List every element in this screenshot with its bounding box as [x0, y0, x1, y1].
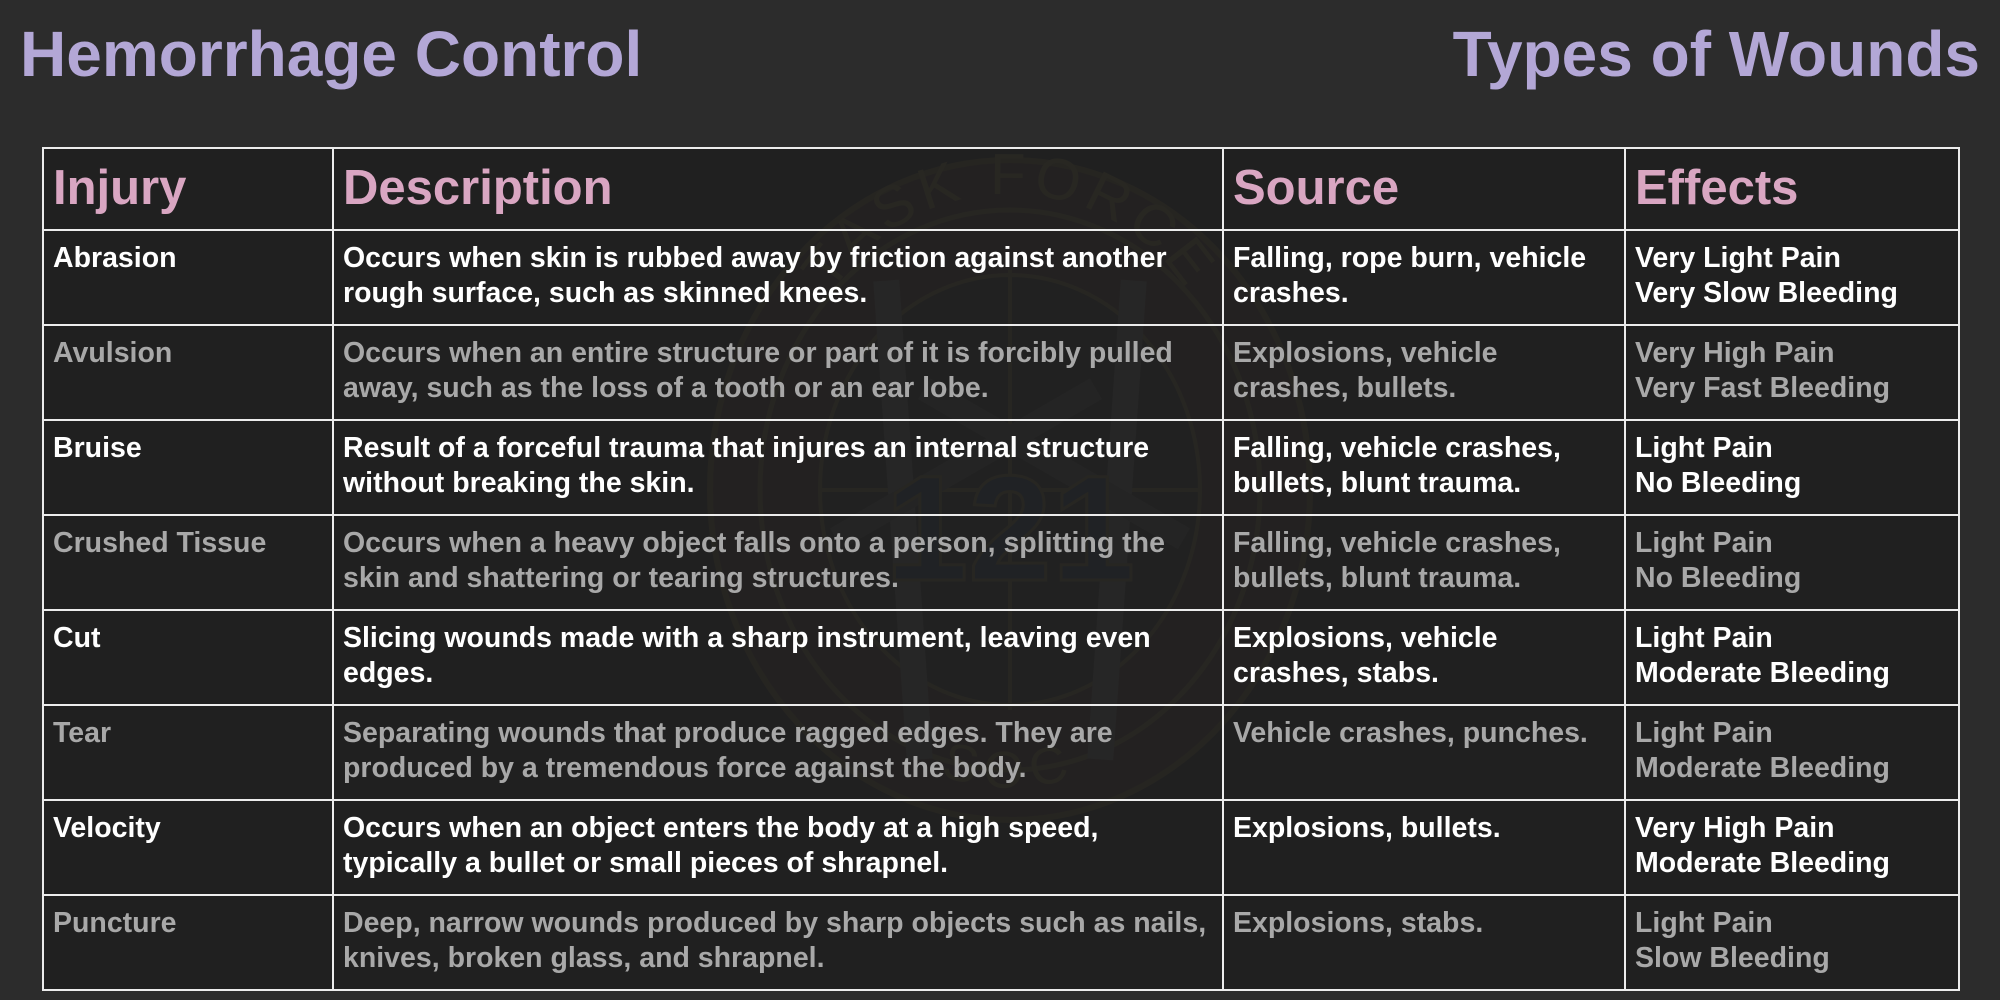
source-cell: Falling, vehicle crashes, bullets, blunt…: [1222, 514, 1626, 611]
pain-level: Very Light Pain: [1635, 242, 1841, 274]
description-cell: Deep, narrow wounds produced by sharp ob…: [332, 894, 1224, 991]
effects-cell: Light Pain Moderate Bleeding: [1624, 704, 1960, 801]
injury-cell: Bruise: [42, 419, 334, 516]
slide-title: Hemorrhage Control: [20, 18, 643, 90]
description-cell: Separating wounds that produce ragged ed…: [332, 704, 1224, 801]
pain-level: Light Pain: [1635, 717, 1773, 749]
effects-cell: Light Pain Moderate Bleeding: [1624, 609, 1960, 706]
description-cell: Slicing wounds made with a sharp instrum…: [332, 609, 1224, 706]
slide-subtitle: Types of Wounds: [1452, 18, 1980, 90]
pain-level: Light Pain: [1635, 527, 1773, 559]
effects-cell: Light Pain Slow Bleeding: [1624, 894, 1960, 991]
effects-cell: Very High Pain Moderate Bleeding: [1624, 799, 1960, 896]
source-cell: Explosions, bullets.: [1222, 799, 1626, 896]
injury-cell: Velocity: [42, 799, 334, 896]
table-row: Cut Slicing wounds made with a sharp ins…: [42, 609, 1960, 706]
injury-cell: Tear: [42, 704, 334, 801]
effects-cell: Light Pain No Bleeding: [1624, 419, 1960, 516]
wound-types-table: Injury Description Source Effects Abrasi…: [42, 147, 1960, 991]
effects-cell: Very Light Pain Very Slow Bleeding: [1624, 229, 1960, 326]
source-cell: Explosions, stabs.: [1222, 894, 1626, 991]
column-header-injury: Injury: [42, 147, 334, 231]
bleeding-level: Moderate Bleeding: [1635, 657, 1890, 689]
description-cell: Occurs when an object enters the body at…: [332, 799, 1224, 896]
table-row: Bruise Result of a forceful trauma that …: [42, 419, 1960, 516]
source-cell: Vehicle crashes, punches.: [1222, 704, 1626, 801]
table-row: Tear Separating wounds that produce ragg…: [42, 704, 1960, 801]
injury-cell: Cut: [42, 609, 334, 706]
source-cell: Explosions, vehicle crashes, bullets.: [1222, 324, 1626, 421]
table-row: Puncture Deep, narrow wounds produced by…: [42, 894, 1960, 991]
injury-cell: Abrasion: [42, 229, 334, 326]
bleeding-level: No Bleeding: [1635, 467, 1802, 499]
table-row: Abrasion Occurs when skin is rubbed away…: [42, 229, 1960, 326]
injury-cell: Puncture: [42, 894, 334, 991]
table-header-row: Injury Description Source Effects: [42, 147, 1960, 231]
table-row: Velocity Occurs when an object enters th…: [42, 799, 1960, 896]
pain-level: Very High Pain: [1635, 337, 1835, 369]
injury-cell: Crushed Tissue: [42, 514, 334, 611]
bleeding-level: Moderate Bleeding: [1635, 752, 1890, 784]
column-header-effects: Effects: [1624, 147, 1960, 231]
pain-level: Light Pain: [1635, 907, 1773, 939]
pain-level: Very High Pain: [1635, 812, 1835, 844]
source-cell: Falling, rope burn, vehicle crashes.: [1222, 229, 1626, 326]
pain-level: Light Pain: [1635, 432, 1773, 464]
column-header-source: Source: [1222, 147, 1626, 231]
bleeding-level: Slow Bleeding: [1635, 942, 1830, 974]
bleeding-level: Moderate Bleeding: [1635, 847, 1890, 879]
bleeding-level: Very Slow Bleeding: [1635, 277, 1898, 309]
injury-cell: Avulsion: [42, 324, 334, 421]
description-cell: Result of a forceful trauma that injures…: [332, 419, 1224, 516]
description-cell: Occurs when an entire structure or part …: [332, 324, 1224, 421]
description-cell: Occurs when skin is rubbed away by frict…: [332, 229, 1224, 326]
table-row: Crushed Tissue Occurs when a heavy objec…: [42, 514, 1960, 611]
table-row: Avulsion Occurs when an entire structure…: [42, 324, 1960, 421]
source-cell: Explosions, vehicle crashes, stabs.: [1222, 609, 1626, 706]
effects-cell: Light Pain No Bleeding: [1624, 514, 1960, 611]
bleeding-level: Very Fast Bleeding: [1635, 372, 1891, 404]
source-cell: Falling, vehicle crashes, bullets, blunt…: [1222, 419, 1626, 516]
effects-cell: Very High Pain Very Fast Bleeding: [1624, 324, 1960, 421]
pain-level: Light Pain: [1635, 622, 1773, 654]
column-header-description: Description: [332, 147, 1224, 231]
description-cell: Occurs when a heavy object falls onto a …: [332, 514, 1224, 611]
bleeding-level: No Bleeding: [1635, 562, 1802, 594]
